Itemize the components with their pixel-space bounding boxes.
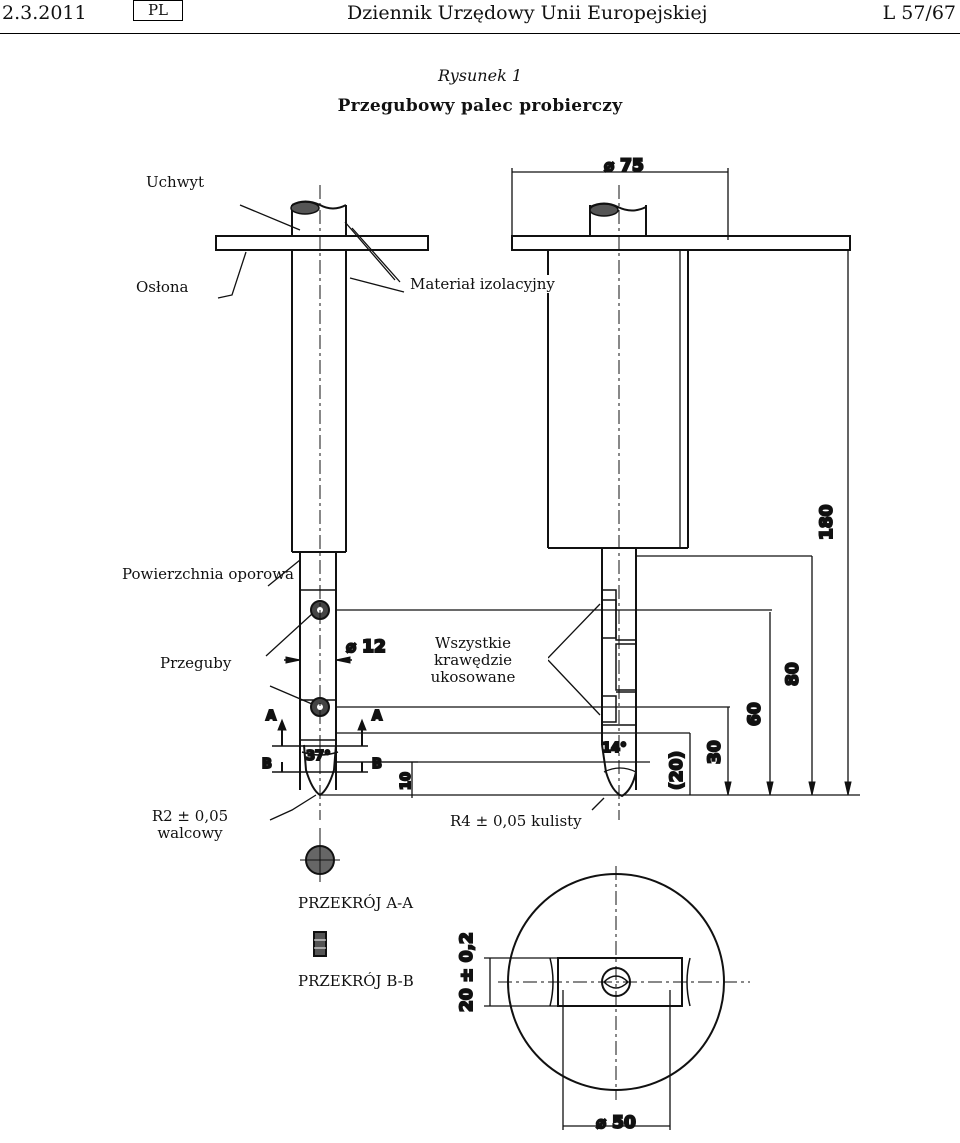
language-badge: PL [133, 0, 183, 21]
section-mark-a-left: A [266, 709, 276, 724]
header-rule [0, 33, 960, 34]
section-mark-b-left: B [262, 757, 272, 772]
label-r2-line1: R2 ± 0,05 [151, 807, 229, 825]
label-r2-line2: walcowy [157, 824, 223, 842]
dim-20-tolerance: 20 ± 0,2 [457, 932, 477, 1012]
dim-10: 10 [399, 772, 414, 790]
label-r4: R4 ± 0,05 kulisty [450, 812, 582, 830]
right-view [320, 168, 860, 820]
label-krawedzie-line2: ukosowane [430, 668, 516, 686]
label-uchwyt: Uchwyt [146, 173, 205, 191]
dim-60: 60 [745, 702, 765, 726]
dim-diameter-75: ⌀ 75 [604, 156, 644, 176]
section-mark-a-right: A [372, 709, 382, 724]
header-date: 2.3.2011 [2, 2, 87, 24]
dim-180: 180 [817, 504, 837, 540]
dim-20-ref: (20) [667, 751, 687, 790]
bottom-view [484, 866, 750, 1130]
dim-diameter-12: ⌀ 12 [346, 637, 386, 657]
label-krawedzie-line1: Wszystkie krawędzie [433, 634, 513, 669]
label-oslona: Osłona [136, 278, 189, 296]
label-powierzchnia-oporowa: Powierzchnia oporowa [122, 565, 294, 583]
label-section-bb: PRZEKRÓJ B-B [298, 972, 414, 990]
dim-angle-37: 37° [306, 749, 331, 764]
label-section-aa: PRZEKRÓJ A-A [298, 894, 414, 912]
dim-30: 30 [705, 740, 725, 764]
dim-80: 80 [783, 662, 803, 686]
section-mark-b-right: B [372, 757, 382, 772]
left-view [215, 185, 429, 957]
label-przeguby: Przeguby [160, 654, 232, 672]
dim-angle-14: 14° [602, 741, 627, 756]
page-number: L 57/67 [882, 2, 956, 24]
label-r2: R2 ± 0,05 walcowy [140, 808, 240, 842]
figure-label: Rysunek 1 [437, 66, 523, 85]
dim-diameter-50: ⌀ 50 [596, 1113, 636, 1133]
figure-title: Przegubowy palec probierczy [337, 96, 623, 116]
label-material-izolacyjny: Materiał izolacyjny [410, 275, 555, 293]
journal-title: Dziennik Urzędowy Unii Europejskiej [347, 2, 708, 24]
label-krawedzie: Wszystkie krawędzie ukosowane [398, 635, 548, 686]
